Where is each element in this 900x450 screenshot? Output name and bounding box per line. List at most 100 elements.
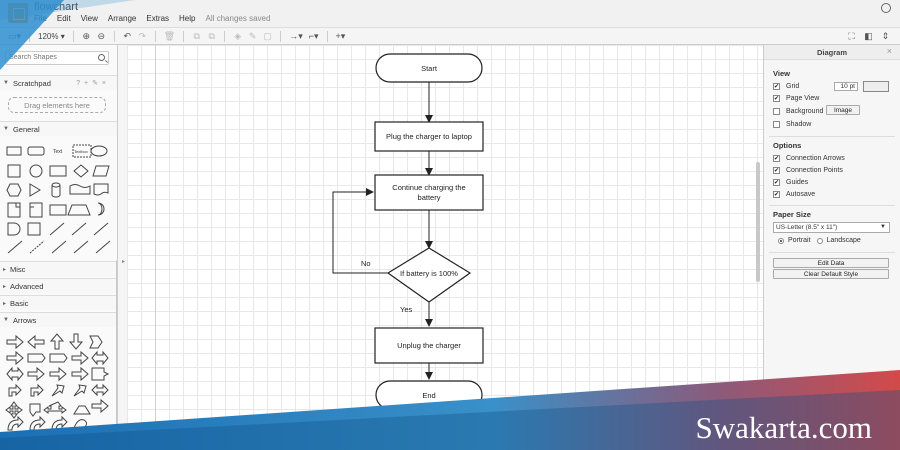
shape-rect-alt[interactable] [27, 222, 41, 236]
delete-icon[interactable]: 🗑 [163, 30, 176, 41]
shape-arrow-right-5[interactable] [49, 366, 67, 382]
fill-color-icon[interactable]: ◈ [234, 30, 242, 41]
grid-size-input[interactable]: 10 pt [834, 82, 858, 91]
shape-arrow-down[interactable] [68, 333, 84, 350]
paper-size-select[interactable]: US-Letter (8.5" x 11") ▼ [773, 222, 890, 233]
format-panel-icon[interactable]: ◧ [864, 31, 873, 41]
shape-arrow-left[interactable] [27, 334, 45, 350]
shape-jump-arrow[interactable] [73, 419, 87, 429]
shape-document[interactable] [93, 183, 109, 196]
section-arrows[interactable]: ▼ Arrows [0, 312, 117, 327]
globe-icon[interactable] [881, 3, 891, 13]
redo-icon[interactable]: ↷ [138, 30, 147, 41]
shape-connector[interactable] [7, 240, 23, 254]
scratchpad-drop-zone[interactable]: Drag elements here [8, 97, 106, 113]
connection-arrows-option[interactable]: ✔ Connection Arrows [773, 155, 845, 162]
node-continue-charging[interactable] [374, 174, 484, 211]
shape-hexagon[interactable] [6, 183, 22, 197]
landscape-radio[interactable] [816, 237, 823, 244]
sidebar-scrollbar[interactable] [116, 260, 117, 435]
node-unplug-charger[interactable] [374, 327, 484, 364]
to-back-icon[interactable]: ⧉ [208, 30, 215, 41]
shape-diamond[interactable] [73, 164, 89, 178]
insert-icon[interactable]: +▾ [335, 30, 346, 41]
shape-card[interactable] [29, 202, 43, 218]
edit-data-button[interactable]: Edit Data [773, 258, 889, 268]
portrait-radio[interactable] [778, 237, 784, 244]
shape-ellipse[interactable] [90, 145, 108, 157]
background-option[interactable]: Background [773, 108, 823, 115]
search-input[interactable] [9, 54, 95, 61]
shadow-checkbox[interactable] [773, 121, 780, 128]
shape-arrow-right-7[interactable] [91, 398, 109, 414]
section-flowchart[interactable]: ▸ Flowchart [0, 437, 117, 450]
menu-arrange[interactable]: Arrange [107, 14, 137, 23]
shadow-icon[interactable]: ▢ [263, 30, 272, 41]
shape-arrow-right[interactable] [6, 334, 24, 350]
search-box[interactable] [5, 51, 109, 65]
shape-dashed-connector[interactable] [29, 240, 45, 254]
shape-double-arrow-h[interactable] [91, 350, 109, 366]
shape-parallelogram[interactable] [92, 165, 110, 177]
shape-callout-arrow[interactable] [91, 367, 110, 381]
shape-chevron[interactable] [89, 335, 103, 349]
menu-view[interactable]: View [80, 14, 98, 23]
autosave-checkbox[interactable]: ✔ [773, 191, 780, 198]
shape-callout-down[interactable] [29, 403, 41, 417]
fullscreen-icon[interactable]: ⛶ [848, 31, 855, 41]
section-scratchpad[interactable]: ▼ Scratchpad ? + ✎ × [0, 75, 117, 90]
shape-callout[interactable] [49, 204, 67, 216]
shape-double-arrow[interactable] [93, 222, 109, 236]
page-view-icon[interactable]: ▭▾ [8, 30, 22, 41]
grid-color-swatch[interactable] [863, 81, 889, 92]
close-icon[interactable]: × [886, 46, 892, 56]
shape-trapezoid[interactable] [67, 204, 91, 216]
shape-tag-2[interactable] [49, 353, 68, 363]
zoom-select[interactable]: 120% ▾ [38, 31, 65, 41]
node-plug-charger[interactable] [374, 121, 484, 152]
shape-u-turn[interactable] [7, 415, 24, 431]
shape-text[interactable]: Text [53, 149, 63, 155]
edge-decision-no[interactable] [332, 188, 388, 274]
line-color-icon[interactable]: ✎ [248, 30, 257, 41]
shape-double-arrow-h-3[interactable] [91, 383, 109, 397]
shape-cylinder[interactable] [51, 182, 61, 198]
shape-bent-arrow[interactable] [8, 383, 22, 397]
shape-double-arrow-h-2[interactable] [6, 366, 24, 382]
shape-rounded-rectangle[interactable] [27, 146, 45, 156]
file-title[interactable]: flowchart [34, 1, 79, 13]
shape-bent-arrow-2[interactable] [30, 383, 44, 397]
shape-arrow-line[interactable] [71, 222, 87, 236]
to-front-icon[interactable]: ⧉ [193, 30, 200, 41]
page-view-option[interactable]: ✔ Page View [773, 95, 819, 102]
shape-square[interactable] [7, 164, 21, 178]
menu-help[interactable]: Help [179, 14, 196, 23]
grid-checkbox[interactable]: ✔ [773, 83, 780, 90]
node-decision[interactable] [386, 247, 472, 303]
clear-default-style-button[interactable]: Clear Default Style [773, 269, 889, 279]
menu-file[interactable]: File [34, 14, 47, 23]
shape-quad-arrow[interactable] [5, 401, 23, 419]
shape-tri-arrow[interactable] [43, 401, 67, 414]
shape-arrow-up[interactable] [49, 333, 65, 350]
shape-dotted-connector[interactable] [51, 240, 67, 254]
section-misc[interactable]: ▸ Misc [0, 261, 117, 276]
shape-link[interactable] [73, 240, 89, 254]
shape-arrow-right-3[interactable] [71, 350, 89, 366]
connection-arrows-checkbox[interactable]: ✔ [773, 155, 780, 162]
shape-tag[interactable] [27, 353, 46, 363]
shadow-option[interactable]: Shadow [773, 121, 811, 128]
shape-curved-arrow-2[interactable] [73, 384, 87, 397]
shape-bidirectional-link[interactable] [95, 240, 111, 254]
zoom-in-icon[interactable]: ⊕ [82, 30, 91, 41]
undo-icon[interactable]: ↶ [123, 30, 132, 41]
shape-crescent[interactable] [97, 202, 105, 216]
shape-arrow-right-2[interactable] [6, 350, 24, 366]
shape-process[interactable] [49, 165, 67, 177]
guides-checkbox[interactable]: ✔ [773, 179, 780, 186]
shape-cloud[interactable] [69, 184, 91, 195]
shape-line[interactable] [49, 222, 65, 236]
shape-curved-up-arrow[interactable] [51, 415, 68, 431]
section-general[interactable]: ▼ General [0, 121, 117, 136]
scratchpad-tools[interactable]: ? + ✎ × [76, 80, 107, 87]
